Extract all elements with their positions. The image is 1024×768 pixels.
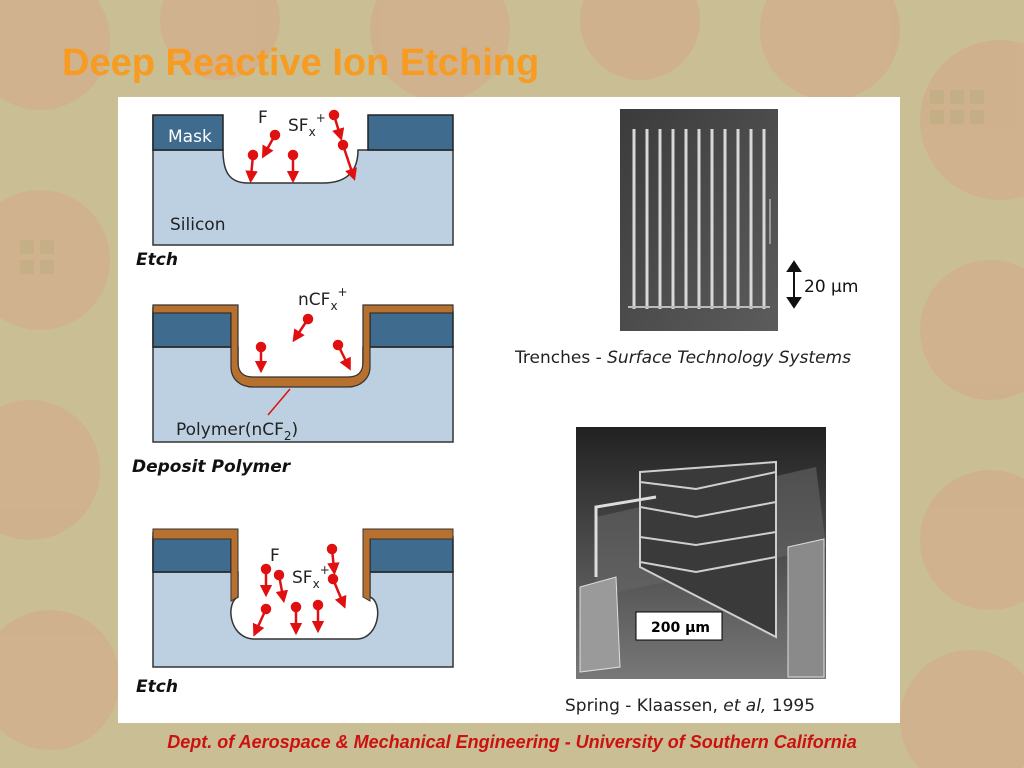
mask-right bbox=[367, 114, 454, 151]
ion-arrows bbox=[245, 109, 357, 184]
mask-left bbox=[152, 114, 224, 151]
etch2-step-label: Etch bbox=[136, 677, 178, 697]
spring-anchor-left bbox=[579, 576, 621, 673]
content-panel: Mask Silicon F SFx+ Etch nCFx+ bbox=[118, 97, 900, 723]
trench-walls bbox=[632, 129, 766, 309]
polymer-layer bbox=[152, 304, 454, 388]
spring-caption-prefix: Spring - Klaassen, bbox=[565, 696, 724, 716]
polymer-sub: 2 bbox=[284, 429, 292, 443]
svg-text:Polymer(nCF2): Polymer(nCF2) bbox=[176, 420, 298, 443]
mask-left bbox=[152, 536, 232, 573]
trenches-scale-label: 20 µm bbox=[804, 277, 858, 297]
spring-frame bbox=[594, 495, 657, 577]
species-sf: SF bbox=[288, 116, 309, 136]
species-sf-sup: + bbox=[320, 563, 330, 577]
deposit-step-label: Deposit Polymer bbox=[132, 457, 291, 477]
svg-text:SFx+: SFx+ bbox=[292, 563, 330, 591]
spring-scale-box bbox=[635, 611, 723, 641]
etch-step-diagram: Mask Silicon F SFx+ bbox=[152, 108, 454, 246]
species-sf: SF bbox=[292, 568, 313, 588]
deposit-step-diagram: nCFx+ Polymer(nCF2) bbox=[152, 287, 454, 443]
svg-text:nCFx+: nCFx+ bbox=[298, 287, 348, 313]
footer-text: Dept. of Aerospace & Mechanical Engineer… bbox=[167, 732, 857, 752]
trenches-caption: Trenches - Surface Technology Systems bbox=[515, 348, 851, 368]
etch2-step-diagram: F SFx+ bbox=[152, 528, 454, 668]
svg-text:SFx+: SFx+ bbox=[288, 111, 326, 139]
trenches-caption-prefix: Trenches - bbox=[515, 348, 608, 368]
mask-right bbox=[369, 536, 454, 573]
spring-sem-image: 200 µm bbox=[576, 427, 826, 679]
spring-scale-label: 200 µm bbox=[651, 620, 710, 636]
trenches-caption-source: Surface Technology Systems bbox=[607, 348, 851, 368]
polymer-label: Polymer(nCF bbox=[176, 420, 284, 440]
spring-anchor-right bbox=[787, 538, 825, 678]
scale-bar bbox=[786, 260, 802, 309]
mask-label: Mask bbox=[168, 127, 212, 147]
species-f: F bbox=[258, 108, 268, 128]
mask-right bbox=[369, 311, 454, 348]
silicon-substrate bbox=[152, 115, 454, 246]
ion-arrows bbox=[254, 313, 351, 374]
species-ncf: nCF bbox=[298, 290, 330, 310]
polymer-close: ) bbox=[292, 420, 299, 440]
spring-caption: Spring - Klaassen, et al, 1995 bbox=[565, 696, 815, 716]
silicon-label: Silicon bbox=[170, 215, 225, 235]
species-sf-sup: + bbox=[316, 111, 326, 125]
species-ncf-sub: x bbox=[330, 299, 337, 313]
polymer-pointer bbox=[267, 388, 291, 416]
spring-caption-year: 1995 bbox=[766, 696, 816, 716]
polymer-sidewall bbox=[152, 528, 454, 602]
species-sf-sub: x bbox=[309, 125, 316, 139]
etch-step-label: Etch bbox=[136, 250, 178, 270]
trenches-sem-image: 20 µm bbox=[620, 109, 858, 331]
spring-caption-etal: et al, bbox=[723, 696, 767, 716]
slide-title: Deep Reactive Ion Etching bbox=[62, 42, 540, 84]
species-f: F bbox=[270, 546, 280, 566]
species-sf-sub: x bbox=[313, 577, 320, 591]
mask-left bbox=[152, 311, 232, 348]
spring-plates bbox=[639, 460, 777, 639]
ion-arrows bbox=[252, 543, 347, 637]
species-ncf-sup: + bbox=[338, 287, 348, 299]
